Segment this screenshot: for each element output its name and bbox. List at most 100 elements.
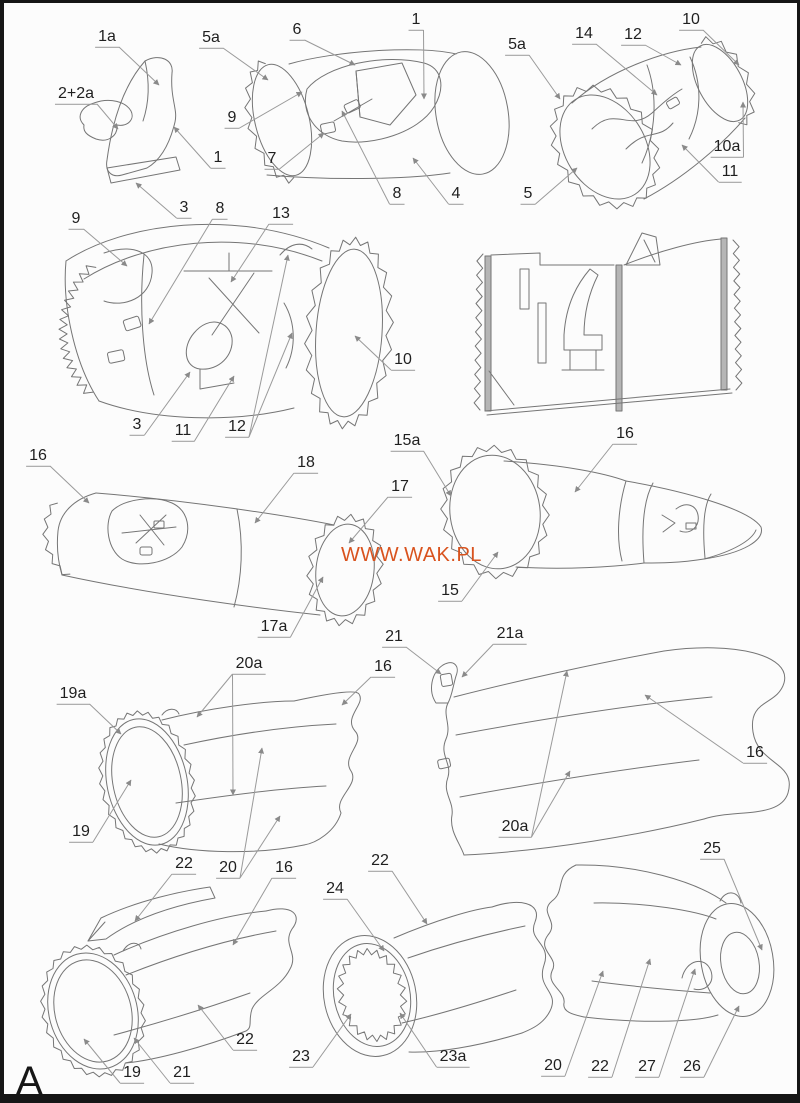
part-label-25: 25 (700, 840, 724, 861)
leader-line (595, 43, 658, 96)
leader-line (173, 126, 211, 169)
part-label-8: 8 (212, 200, 228, 221)
part-label-10a: 10a (710, 138, 744, 159)
leader-line (83, 228, 128, 267)
part-label-19: 19 (69, 823, 93, 844)
part-label-16: 16 (613, 425, 637, 446)
part-label-24: 24 (323, 880, 347, 901)
drawing-forward-fuselage (42, 492, 384, 627)
leader-line (412, 157, 449, 205)
part-label-16: 16 (743, 744, 767, 765)
leader-line (196, 673, 233, 718)
part-label-19a: 19a (56, 685, 90, 706)
part-label-15: 15 (438, 582, 462, 603)
part-label-10: 10 (391, 351, 415, 372)
leader-line (232, 877, 273, 946)
leader-line (96, 103, 119, 130)
part-label-20a: 20a (232, 655, 266, 676)
part-label-16: 16 (371, 658, 395, 679)
part-label-18: 18 (294, 454, 318, 475)
part-label-17a: 17a (257, 618, 291, 639)
leader-line (254, 472, 295, 524)
leader-line (83, 1038, 121, 1084)
part-label-20a: 20a (498, 818, 532, 839)
part-label-3: 3 (129, 416, 145, 437)
part-label-17: 17 (388, 478, 412, 499)
leader-line (49, 465, 90, 504)
leader-line (290, 576, 324, 638)
part-label-15a: 15a (390, 432, 424, 453)
part-label-22: 22 (368, 852, 392, 873)
leader-line (118, 46, 160, 86)
part-label-11: 11 (718, 163, 742, 184)
leader-line (391, 870, 428, 925)
drawing-cockpit-section-front (244, 49, 510, 184)
leader-line (279, 132, 325, 170)
drawing-engine-cowling-left (98, 691, 361, 854)
leader-line (312, 1013, 352, 1068)
leader-line (703, 1005, 740, 1078)
part-label-16: 16 (26, 447, 50, 468)
part-label-2+2a: 2+2a (54, 85, 98, 106)
leader-line (304, 39, 356, 66)
part-label-7: 7 (264, 150, 280, 171)
part-label-8: 8 (389, 185, 405, 206)
part-label-22: 22 (588, 1058, 612, 1079)
part-label-19: 19 (120, 1064, 144, 1085)
part-label-26: 26 (680, 1058, 704, 1079)
leader-line (92, 779, 132, 843)
leader-line (239, 747, 265, 879)
part-label-1: 1 (408, 11, 424, 32)
part-label-13: 13 (269, 205, 293, 226)
part-label-9: 9 (68, 210, 84, 231)
leader-line (461, 643, 494, 678)
part-label-3: 3 (176, 199, 192, 220)
part-label-11: 11 (171, 422, 195, 443)
part-label-12: 12 (621, 26, 645, 47)
drawing-cockpit-section-rear (549, 36, 756, 210)
leader-line (405, 646, 442, 675)
leader-line (148, 218, 213, 325)
part-label-27: 27 (635, 1058, 659, 1079)
part-label-1: 1 (210, 149, 226, 170)
drawing-cockpit-cross-section (473, 232, 743, 416)
leader-line (239, 91, 303, 129)
part-label-5a: 5a (505, 36, 529, 57)
part-label-22: 22 (233, 1031, 257, 1052)
part-label-5: 5 (520, 185, 536, 206)
leader-line (346, 898, 385, 952)
leader-line (341, 110, 390, 205)
leader-line (229, 673, 236, 796)
part-label-22: 22 (172, 855, 196, 876)
leader-line (528, 54, 561, 100)
part-label-23a: 23a (436, 1048, 470, 1069)
part-label-21: 21 (170, 1064, 194, 1085)
part-label-9: 9 (224, 109, 240, 130)
wak-watermark: WWW.WAK.PL (341, 544, 482, 566)
leader-line (574, 443, 614, 493)
part-label-1a: 1a (95, 28, 119, 49)
leader-line (644, 44, 682, 66)
part-label-16: 16 (272, 859, 296, 880)
leader-line (89, 703, 122, 735)
part-label-20: 20 (216, 859, 240, 880)
drawing-cowling-with-panel (40, 886, 297, 1078)
leader-line (702, 29, 740, 66)
part-label-21: 21 (382, 628, 406, 649)
part-label-21a: 21a (493, 625, 527, 646)
leader-line (420, 29, 427, 100)
leader-line (230, 223, 270, 283)
part-label-5a: 5a (199, 29, 223, 50)
part-label-23: 23 (289, 1048, 313, 1069)
drawing-cockpit-framework (58, 223, 394, 430)
drawing-pilot-seat (79, 57, 181, 184)
leader-line (644, 694, 744, 764)
leader-line (723, 858, 763, 951)
part-label-6: 6 (289, 21, 305, 42)
leader-line (531, 670, 569, 838)
leader-line (135, 182, 177, 219)
leader-line (197, 1004, 234, 1051)
leader-line (341, 676, 372, 706)
leader-line (399, 1012, 437, 1068)
